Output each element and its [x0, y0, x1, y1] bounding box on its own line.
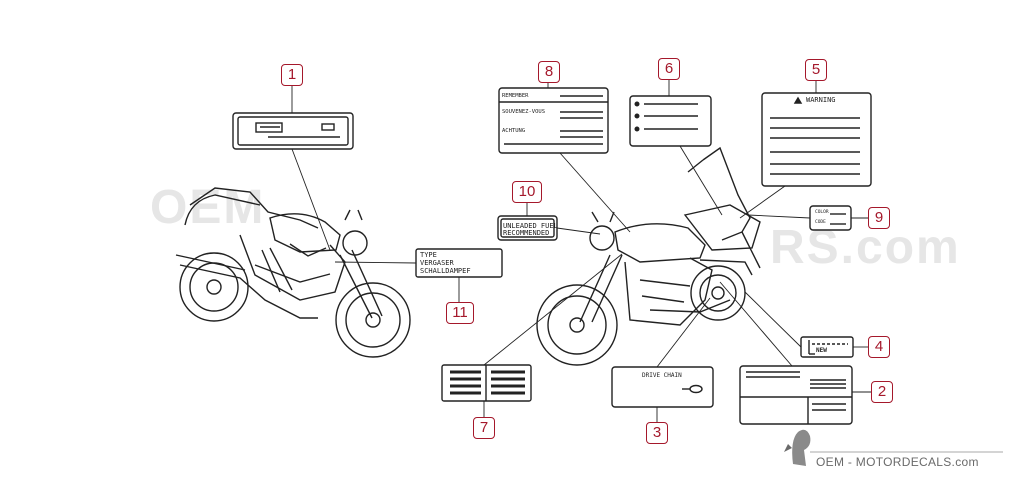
label-8-drawing	[498, 87, 609, 154]
label-5-drawing	[761, 92, 872, 187]
watermark-right: RS.com	[770, 221, 961, 274]
left-motorcycle	[175, 187, 411, 358]
motordecals-logo	[784, 429, 1003, 466]
code-text: CODE	[815, 220, 826, 225]
new-text: NEW	[816, 347, 827, 354]
label-7-drawing	[441, 364, 532, 402]
type-label-line1: TYPE	[420, 251, 437, 259]
label-6-drawing	[629, 95, 712, 147]
callout-9: 9	[868, 207, 890, 229]
fuel-label-line2: RECOMMENDED	[503, 229, 550, 237]
drive-chain-label-text: DRIVE CHAIN	[642, 372, 682, 379]
callout-5: 5	[805, 59, 827, 81]
motordecals-credit: OEM - MOTORDECALS.com	[816, 455, 979, 469]
type-label-line3: SCHALLDAMPEF	[420, 267, 471, 275]
callout-2: 2	[871, 381, 893, 403]
achtung-text: ACHTUNG	[502, 128, 526, 134]
watermark-left: OEM	[150, 181, 266, 234]
right-motorcycle	[536, 146, 761, 366]
remember-text: REMEMBER	[502, 93, 529, 99]
callout-7: 7	[473, 417, 495, 439]
label-4-drawing	[800, 336, 854, 358]
label-1-drawing	[232, 112, 354, 150]
label-3-drawing	[611, 366, 714, 408]
color-text: COLOR	[815, 210, 829, 215]
fuel-label-line1: UNLEADED FUEL	[503, 222, 558, 230]
callout-3: 3	[646, 422, 668, 444]
callout-11: 11	[446, 302, 474, 324]
callout-10: 10	[512, 181, 542, 203]
souvenez-text: SOUVENEZ-VOUS	[502, 109, 546, 115]
label-2-drawing	[739, 365, 853, 425]
warning-label-text: WARNING	[806, 96, 836, 104]
callout-1: 1	[281, 64, 303, 86]
callout-6: 6	[658, 58, 680, 80]
callout-4: 4	[868, 336, 890, 358]
callout-8: 8	[538, 61, 560, 83]
leader-lines	[291, 80, 871, 422]
type-label-line2: VERGASER	[420, 259, 454, 267]
